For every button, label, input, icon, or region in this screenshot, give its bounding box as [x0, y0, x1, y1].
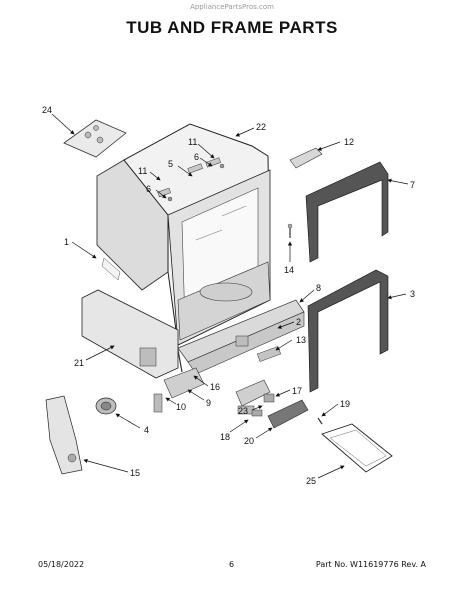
callout-18: 18 [220, 432, 230, 442]
callout-10: 10 [176, 402, 186, 412]
callout-17: 17 [292, 386, 302, 396]
callout-numbers: 24 22 11 12 5 6 11 6 7 1 14 8 3 2 13 21 … [42, 105, 415, 486]
part-gasket-lower [307, 269, 389, 393]
callout-7: 7 [410, 180, 415, 190]
page-title: TUB AND FRAME PARTS [126, 18, 338, 37]
part-screw-14 [287, 223, 293, 238]
part-bracket-13 [256, 346, 282, 362]
callout-11-top: 11 [188, 137, 197, 147]
callout-5: 5 [168, 159, 173, 169]
callout-4: 4 [144, 425, 149, 435]
part-cover [267, 399, 309, 429]
callout-2: 2 [296, 317, 301, 327]
part-base-frame [81, 289, 305, 379]
part-pump-assembly [153, 349, 205, 413]
part-wire-rack [321, 423, 393, 473]
callout-8: 8 [316, 283, 321, 293]
callout-12: 12 [344, 137, 354, 147]
part-knob [95, 397, 117, 415]
callout-15: 15 [130, 468, 140, 478]
callout-14: 14 [284, 265, 294, 275]
callout-6-top: 6 [194, 152, 199, 162]
part-hinge-bracket [289, 147, 323, 169]
footer-part-number: Part No. W11619776 Rev. A [315, 560, 426, 569]
callout-3: 3 [410, 289, 415, 299]
callout-13: 13 [296, 335, 306, 345]
callout-21: 21 [74, 358, 84, 368]
callout-9: 9 [206, 398, 211, 408]
callout-19: 19 [340, 399, 350, 409]
callout-16: 16 [210, 382, 220, 392]
part-pad [63, 119, 127, 158]
callout-24: 24 [42, 105, 52, 115]
callout-25: 25 [306, 476, 316, 486]
callout-20: 20 [244, 436, 254, 446]
part-gasket-top [305, 161, 389, 263]
callout-23: 23 [238, 406, 248, 416]
leader-lines [51, 113, 409, 479]
callout-11-left: 11 [138, 166, 147, 176]
footer-page-number: 6 [229, 560, 235, 569]
callout-1: 1 [64, 237, 69, 247]
footer-date: 05/18/2022 [38, 560, 85, 569]
callout-6-left: 6 [146, 184, 151, 194]
part-side-bracket [45, 395, 83, 475]
part-clips [251, 393, 275, 417]
watermark: AppliancePartsPros.com [190, 3, 274, 11]
part-screw-19 [317, 417, 323, 425]
callout-22: 22 [256, 122, 266, 132]
